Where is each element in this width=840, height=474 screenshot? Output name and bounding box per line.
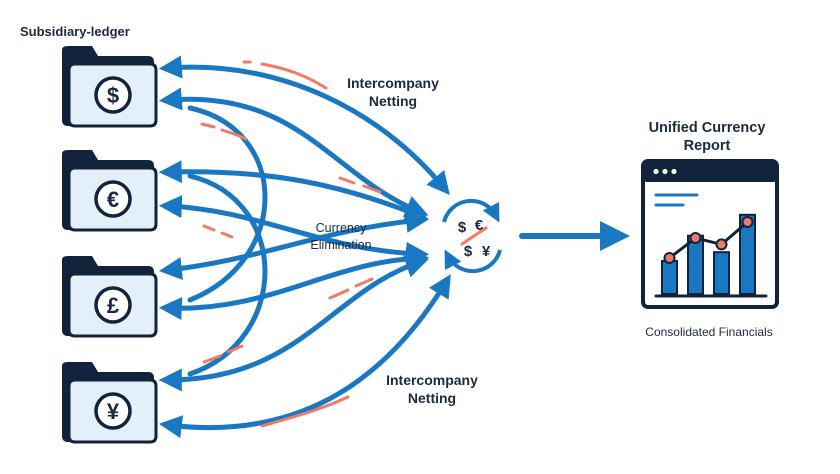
report-trend-point bbox=[741, 216, 754, 228]
report-bar bbox=[713, 251, 730, 295]
netting-label-bottom-line2: Netting bbox=[408, 390, 456, 406]
flow-arrows bbox=[158, 55, 630, 439]
hub-symbol-dollar-1: $ bbox=[458, 219, 467, 236]
flow-arrow-yen-to-hub bbox=[158, 255, 429, 392]
report-bar bbox=[661, 260, 678, 295]
subsidiary-ledger-title: Subsidiary-ledger bbox=[20, 24, 130, 39]
report-trend-point bbox=[663, 252, 676, 264]
elimination-label-line2: Elimination bbox=[310, 238, 371, 252]
report-trend-point bbox=[689, 232, 702, 244]
netting-label-bottom-line1: Intercompany bbox=[386, 372, 478, 388]
report-title-line2: Report bbox=[684, 138, 731, 154]
report-trend-point bbox=[715, 238, 728, 251]
ledger-folder-dollar: $ bbox=[62, 46, 158, 128]
pound-symbol: £ bbox=[107, 293, 120, 318]
ledger-folder-yen: ¥ bbox=[62, 362, 158, 444]
pound-folder-icon: £ bbox=[62, 256, 158, 338]
yen-symbol: ¥ bbox=[107, 399, 120, 424]
report-caption: Consolidated Financials bbox=[645, 325, 772, 339]
flow-arrow-dollar-to-hub bbox=[158, 87, 429, 218]
dollar-symbol: $ bbox=[107, 83, 119, 108]
cross-link-euro-yen bbox=[187, 173, 268, 377]
yen-folder-icon: ¥ bbox=[62, 362, 158, 444]
dollar-folder-icon: $ bbox=[62, 46, 158, 128]
coral-accent-marks bbox=[200, 60, 382, 428]
netting-label-top-line1: Intercompany bbox=[347, 75, 439, 91]
report-trend-line bbox=[668, 220, 749, 260]
ledger-folder-pound: £ bbox=[62, 256, 158, 338]
netting-label-top-line2: Netting bbox=[369, 93, 417, 109]
elimination-label-line1: Currency bbox=[316, 221, 367, 235]
hub-symbol-yen: ¥ bbox=[482, 243, 491, 260]
report-title-line1: Unified Currency bbox=[649, 120, 766, 136]
ledger-folder-euro: € bbox=[62, 150, 158, 232]
report-dashboard-icon bbox=[641, 159, 779, 309]
hub-symbol-dollar-2: $ bbox=[464, 243, 473, 260]
report-trend bbox=[663, 216, 754, 264]
currency-exchange-icon: $ € $ ¥ bbox=[442, 198, 502, 274]
euro-symbol: € bbox=[107, 187, 119, 212]
report-bar bbox=[687, 234, 704, 295]
cross-link-dollar-pound bbox=[187, 105, 268, 303]
report-bars bbox=[661, 213, 756, 295]
netting-arrow-bottom bbox=[158, 274, 451, 439]
currency-exchange-hub: $ € $ ¥ bbox=[442, 198, 502, 274]
report-bar bbox=[739, 213, 756, 295]
euro-folder-icon: € bbox=[62, 150, 158, 232]
hub-symbol-euro: € bbox=[475, 217, 484, 234]
